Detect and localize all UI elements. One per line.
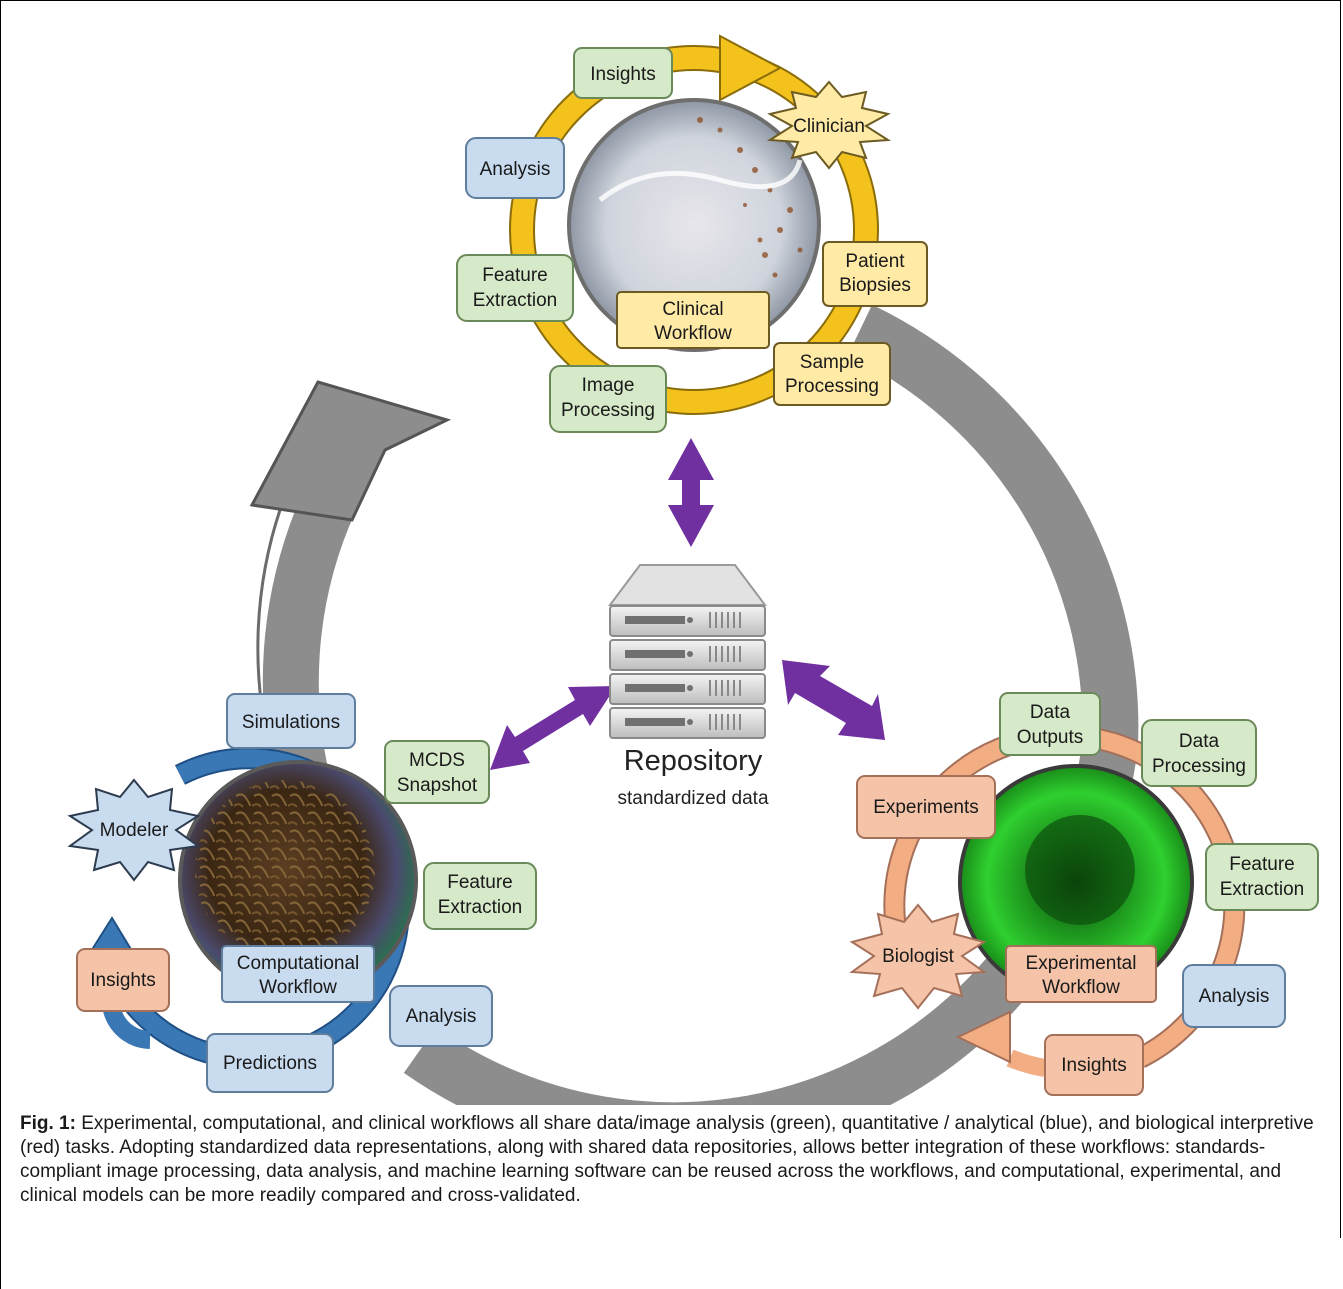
- hub-label: Clinical: [662, 299, 723, 320]
- node-analysis: Analysis: [389, 985, 493, 1047]
- computational-hub: Computational Workflow: [221, 945, 375, 1003]
- frame-gap: [1, 1238, 1343, 1289]
- node-label: Data: [1030, 702, 1071, 723]
- node-patient-biopsies: Patient Biopsies: [822, 241, 928, 307]
- hub-label: Computational: [237, 953, 360, 974]
- node-label: Sample: [800, 352, 864, 373]
- actor-label: Biologist: [882, 946, 955, 967]
- node-sample-processing: Sample Processing: [773, 342, 891, 406]
- tissue-staining: [697, 117, 803, 278]
- clinician-badge: Clinician: [766, 80, 892, 170]
- caption-text: Experimental, computational, and clinica…: [20, 1113, 1314, 1206]
- node-insights: Insights: [76, 948, 170, 1012]
- computational-repository-arrow: [490, 686, 616, 770]
- repository-arrows: [490, 438, 885, 770]
- repository-title: Repository: [624, 745, 763, 777]
- actor-label: Clinician: [793, 116, 865, 137]
- hub-label: Experimental: [1026, 953, 1137, 974]
- node-analysis: Analysis: [465, 137, 565, 199]
- node-insights: Insights: [1044, 1034, 1144, 1096]
- server-icon: [608, 564, 767, 739]
- node-label: Patient: [845, 251, 905, 272]
- clinical-workflow: Clinical Workflow Clinician Insights Ana…: [456, 34, 928, 433]
- hub-label: Workflow: [1042, 977, 1120, 998]
- node-label: Insights: [1061, 1055, 1126, 1076]
- node-label: Image: [582, 375, 635, 396]
- figure-caption: Fig. 1: Experimental, computational, and…: [20, 1112, 1340, 1208]
- node-label: Extraction: [438, 897, 522, 918]
- node-image-processing: Image Processing: [549, 365, 667, 433]
- computational-workflow: Computational Workflow Modeler Simulatio…: [67, 693, 537, 1093]
- node-insights: Insights: [573, 47, 673, 99]
- experimental-workflow: Experimental Workflow Biologist Data Out…: [849, 692, 1319, 1096]
- workflow-diagram: Repository standardized data Clinical Wo…: [67, 34, 1319, 1105]
- node-label: Feature: [447, 872, 512, 893]
- clinical-repository-arrow: [668, 438, 714, 547]
- node-label: Experiments: [873, 797, 979, 818]
- node-feature-extraction: Feature Extraction: [456, 254, 574, 322]
- node-label: Analysis: [1199, 986, 1270, 1007]
- node-feature-extraction: Feature Extraction: [423, 862, 537, 930]
- node-label: Processing: [561, 400, 655, 421]
- modeler-badge: Modeler: [67, 778, 201, 882]
- node-data-processing: Data Processing: [1141, 719, 1257, 787]
- caption-label: Fig. 1:: [20, 1113, 76, 1134]
- biologist-badge: Biologist: [849, 903, 987, 1010]
- node-label: Extraction: [473, 290, 557, 311]
- experimental-repository-arrow: [782, 660, 885, 740]
- experimental-cycle-arrowhead: [955, 1010, 1011, 1064]
- node-label: Simulations: [242, 712, 340, 733]
- clinical-cycle-arrowhead: [719, 34, 783, 102]
- frame-edge: [0, 1238, 1, 1289]
- hub-label: Workflow: [654, 323, 732, 344]
- node-label: Predictions: [223, 1053, 317, 1074]
- node-label: Outputs: [1017, 727, 1084, 748]
- node-label: Feature: [482, 265, 547, 286]
- node-experiments: Experiments: [856, 775, 996, 839]
- node-label: Feature: [1229, 854, 1294, 875]
- actor-label: Modeler: [100, 820, 169, 841]
- tissue-image: [567, 98, 821, 352]
- node-analysis: Analysis: [1182, 964, 1286, 1028]
- node-label: MCDS: [409, 750, 465, 771]
- node-label: Data: [1179, 731, 1220, 752]
- node-label: Snapshot: [397, 775, 478, 796]
- node-label: Insights: [590, 64, 655, 85]
- repository-subtitle: standardized data: [617, 788, 768, 809]
- node-label: Processing: [1152, 756, 1246, 777]
- node-predictions: Predictions: [206, 1033, 334, 1093]
- experimental-hub: Experimental Workflow: [1005, 945, 1157, 1003]
- node-data-outputs: Data Outputs: [999, 692, 1101, 756]
- node-feature-extraction: Feature Extraction: [1205, 843, 1319, 911]
- clinical-hub: Clinical Workflow: [616, 291, 770, 349]
- node-label: Insights: [90, 970, 155, 991]
- node-simulations: Simulations: [226, 693, 356, 749]
- node-label: Analysis: [406, 1006, 477, 1027]
- node-mcds-snapshot: MCDS Snapshot: [384, 740, 490, 804]
- node-label: Extraction: [1220, 879, 1304, 900]
- node-label: Analysis: [480, 159, 551, 180]
- hub-label: Workflow: [259, 977, 337, 998]
- node-label: Biopsies: [839, 275, 911, 296]
- node-label: Processing: [785, 376, 879, 397]
